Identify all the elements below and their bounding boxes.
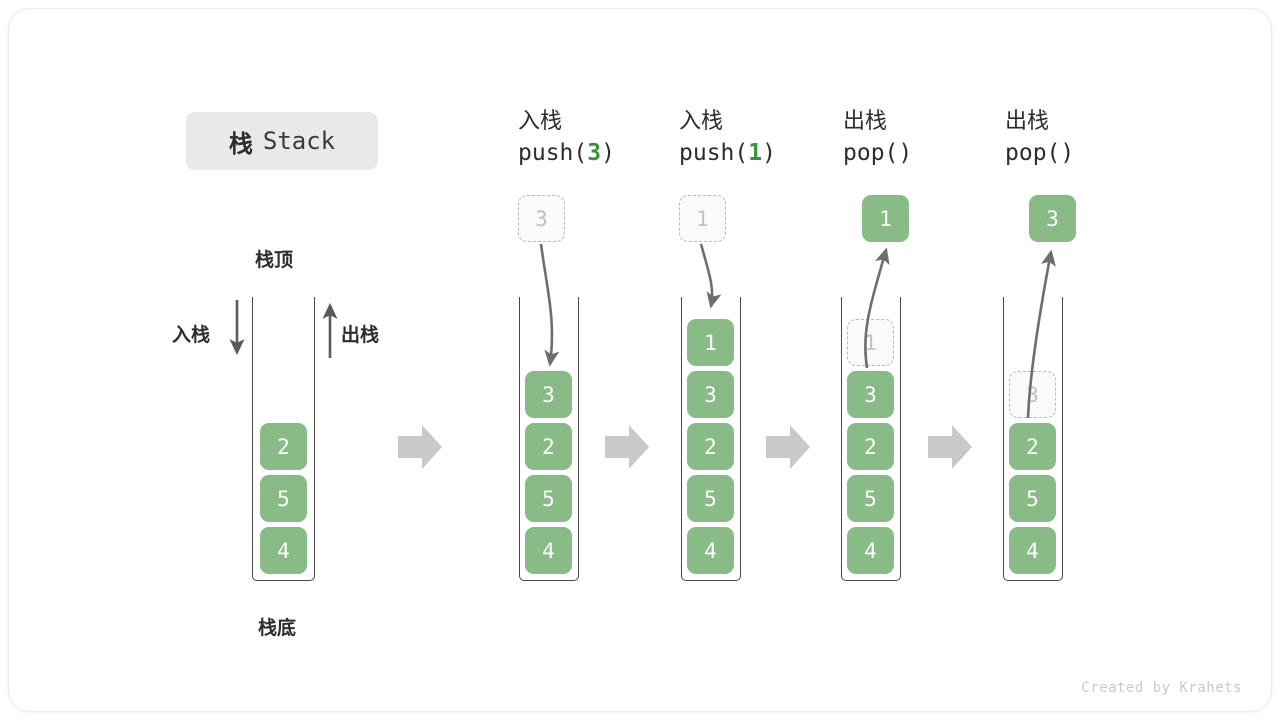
stack-cell: 3 [687, 371, 734, 418]
ghost-cell-pop-3: 3 [1009, 371, 1056, 418]
title-cn: 栈 [228, 130, 253, 158]
title-en: Stack [262, 127, 336, 155]
stack-cell: 5 [687, 475, 734, 522]
stack-container [252, 297, 315, 581]
stack-cell: 1 [687, 319, 734, 366]
header-code: pop() [843, 140, 913, 166]
label-stack-bottom: 栈底 [258, 618, 297, 639]
stack-cell: 4 [1009, 527, 1056, 574]
header-code: push(1) [679, 140, 776, 166]
header-cn: 入栈 [518, 108, 563, 133]
stack-container [681, 297, 741, 581]
title-chip: 栈 Stack [186, 112, 378, 170]
label-pop-left: 出栈 [341, 325, 380, 346]
stack-cell: 4 [525, 527, 572, 574]
stack-cell: 5 [1009, 475, 1056, 522]
header-cn: 出栈 [1005, 108, 1050, 133]
ghost-cell-push-3: 3 [518, 195, 565, 242]
stack-cell: 3 [525, 371, 572, 418]
column-header-pop-3: 出栈 pop() [1005, 106, 1185, 170]
stack-container [1003, 297, 1063, 581]
stack-cell: 2 [687, 423, 734, 470]
stack-cell: 4 [260, 527, 307, 574]
stack-container [841, 297, 901, 581]
label-push-left: 入栈 [172, 325, 211, 346]
footer-credit: Created by Krahets [1081, 680, 1242, 696]
header-code: pop() [1005, 140, 1075, 166]
column-header-pop-1: 出栈 pop() [843, 106, 1023, 170]
stack-cell: 4 [847, 527, 894, 574]
label-stack-top: 栈顶 [255, 250, 294, 271]
ghost-cell-push-1: 1 [679, 195, 726, 242]
header-code: push(3) [518, 140, 615, 166]
column-header-push-1: 入栈 push(1) [679, 106, 859, 170]
stack-cell: 5 [525, 475, 572, 522]
header-cn: 出栈 [843, 108, 888, 133]
stack-cell: 2 [1009, 423, 1056, 470]
stack-cell: 4 [687, 527, 734, 574]
popped-cell-1: 1 [862, 195, 909, 242]
stack-cell: 2 [525, 423, 572, 470]
stack-cell: 2 [260, 423, 307, 470]
stack-cell: 5 [260, 475, 307, 522]
header-cn: 入栈 [679, 108, 724, 133]
stack-cell: 3 [847, 371, 894, 418]
stack-cell: 2 [847, 423, 894, 470]
popped-cell-3: 3 [1029, 195, 1076, 242]
ghost-cell-pop-1: 1 [847, 319, 894, 366]
stack-container [519, 297, 579, 581]
stack-cell: 5 [847, 475, 894, 522]
column-header-push-3: 入栈 push(3) [518, 106, 698, 170]
